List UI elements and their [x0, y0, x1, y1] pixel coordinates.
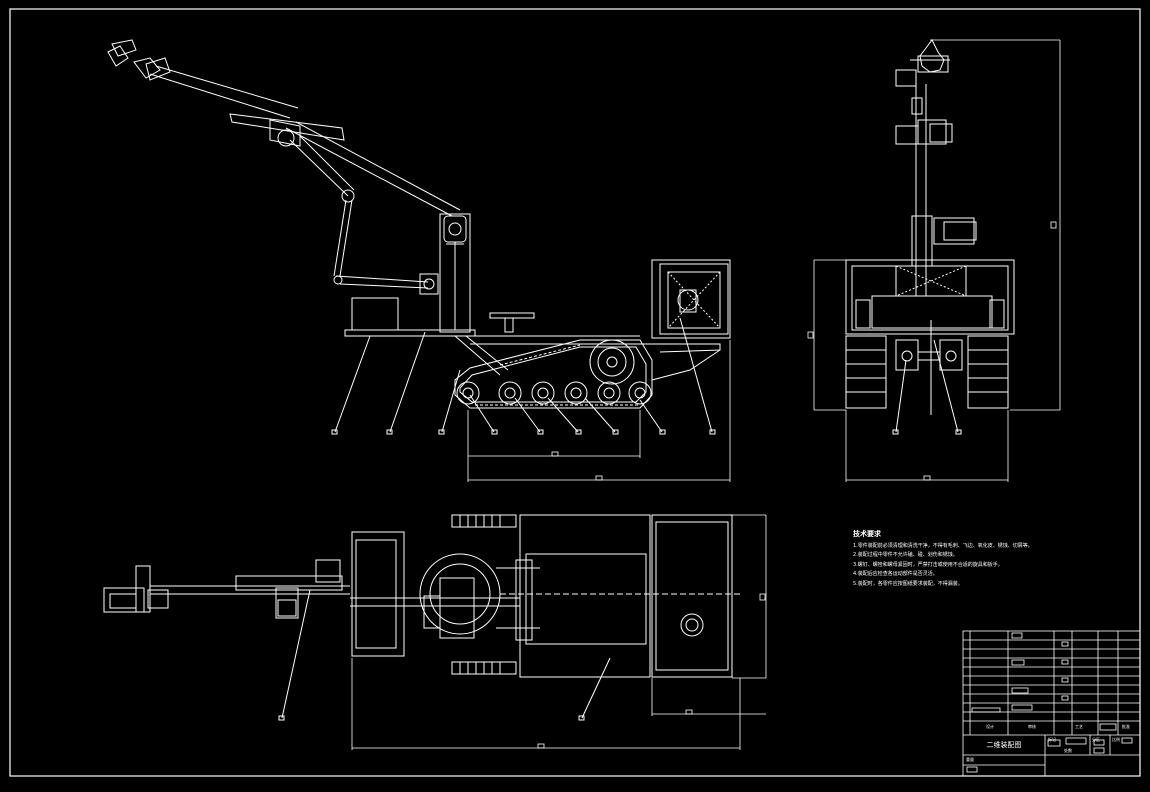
side-body [845, 259, 1015, 335]
drawing-name: 二维装配图 [986, 741, 1022, 749]
front-track [454, 339, 653, 409]
title-block-label: 分区 [1092, 737, 1100, 742]
top-rear-box [651, 514, 733, 678]
side-view [807, 39, 1061, 482]
title-block [962, 630, 1141, 777]
technical-requirement-line: 3.螺钉、螺栓和螺母紧固时，严禁打击或使用不合适的旋具和扳手。 [853, 561, 1003, 568]
technical-requirements: 技术要求 1.零件装配前必须清理和清洗干净，不得有毛刺、飞边、氧化皮、锈蚀、切屑… [853, 530, 1103, 590]
technical-requirement-line: 5.装配时，各零件应按图纸要求装配，不得漏装。 [853, 580, 963, 587]
title-block-label: 重量 [966, 757, 974, 762]
title-block-label: 批准 [1122, 724, 1130, 729]
top-view [103, 514, 767, 750]
top-dimensions [351, 514, 767, 750]
technical-requirement-line: 1.零件装配前必须清理和清洗干净，不得有毛刺、飞边、氧化皮、锈蚀、切屑等。 [853, 542, 1033, 549]
front-column [439, 213, 471, 333]
top-turntable [350, 553, 520, 639]
side-dimensions [807, 39, 1061, 482]
front-leader-lines [331, 317, 716, 435]
front-seat [489, 312, 535, 333]
front-dimensions [467, 340, 731, 482]
top-arm [103, 559, 350, 619]
technical-requirements-title: 技术要求 [853, 530, 881, 538]
drawing-border [9, 8, 1141, 777]
title-block-label: 处数 [1064, 748, 1072, 753]
top-tracks [451, 514, 517, 675]
technical-requirement-line: 2.装配过程中零件不允许磕、碰、划伤和锈蚀。 [853, 552, 958, 559]
front-arm [107, 39, 461, 295]
title-block-label: 比例 [1112, 737, 1120, 742]
top-chassis [519, 514, 651, 678]
front-platform [344, 329, 476, 337]
title-block-label: 审核 [1028, 724, 1036, 729]
title-block-label: 设计 [986, 724, 994, 729]
side-gripper [895, 39, 953, 145]
front-view [107, 39, 731, 482]
front-cage-box [651, 259, 731, 339]
title-block-label: 工艺 [1075, 724, 1083, 729]
title-block-label: 标记 [1048, 737, 1056, 742]
side-tracks [845, 335, 1009, 409]
front-control-box [351, 297, 399, 331]
technical-requirement-line: 4.装配后应检查各运动部件是否灵活。 [853, 571, 938, 578]
top-base-plate [351, 531, 405, 657]
